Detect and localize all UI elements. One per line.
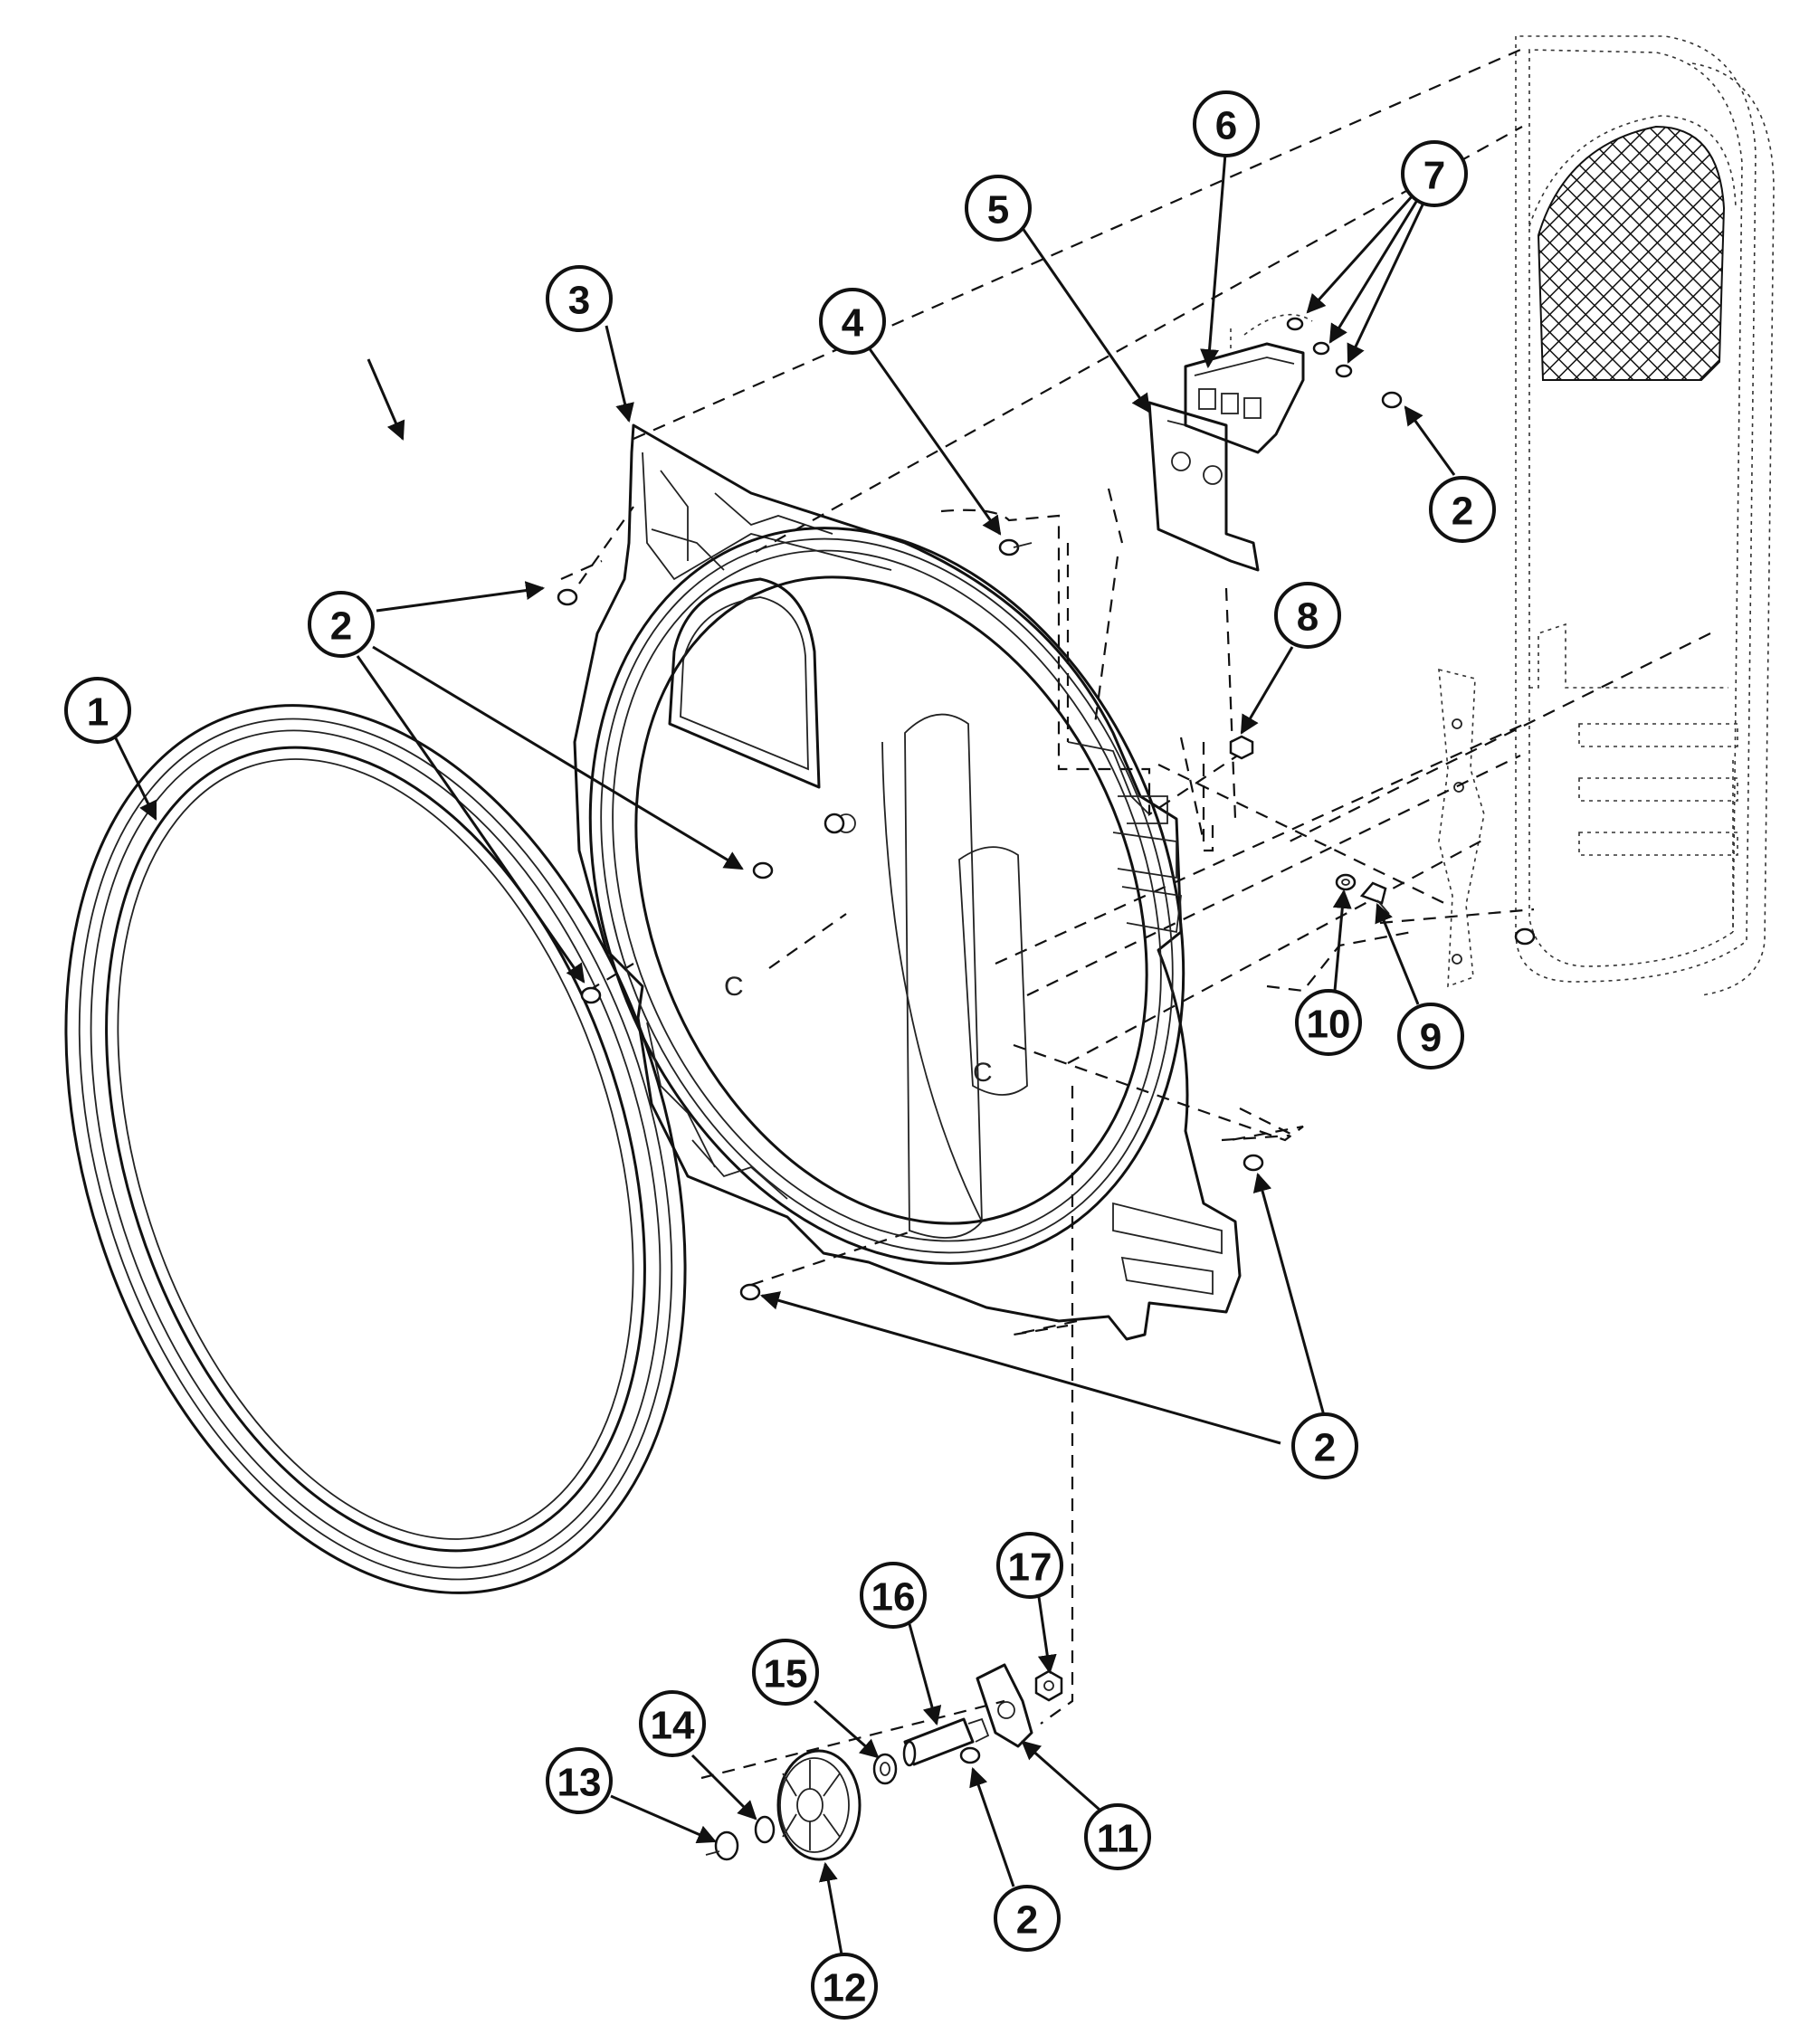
svg-text:12: 12 bbox=[823, 1966, 867, 2011]
svg-text:2: 2 bbox=[1452, 490, 1473, 534]
svg-text:5: 5 bbox=[987, 188, 1009, 233]
callout-6: 6 bbox=[1193, 90, 1260, 157]
callout-4: 4 bbox=[819, 288, 886, 355]
nut-part-8 bbox=[1229, 735, 1254, 760]
callout-2: 2 bbox=[1291, 1412, 1358, 1479]
svg-text:8: 8 bbox=[1297, 595, 1319, 640]
svg-text:3: 3 bbox=[568, 279, 590, 323]
screw-part-9 bbox=[1359, 881, 1390, 915]
svg-text:14: 14 bbox=[651, 1704, 695, 1748]
mounting-strip bbox=[1438, 668, 1485, 988]
roller-wheel-part-12 bbox=[776, 1749, 862, 1861]
cabinet-side-panel bbox=[1515, 35, 1775, 996]
screw-set-part-2 bbox=[557, 317, 1536, 1764]
svg-text:4: 4 bbox=[842, 301, 864, 346]
washer-part-14 bbox=[754, 1815, 776, 1844]
washer-part-15 bbox=[872, 1753, 898, 1785]
callout-5: 5 bbox=[965, 175, 1032, 242]
callout-2: 2 bbox=[994, 1885, 1061, 1952]
svg-text:1: 1 bbox=[87, 690, 109, 735]
washer-part-10 bbox=[1335, 873, 1357, 891]
svg-text:2: 2 bbox=[1314, 1426, 1336, 1470]
callout-15: 15 bbox=[752, 1639, 819, 1706]
svg-text:10: 10 bbox=[1307, 1003, 1351, 1047]
svg-text:6: 6 bbox=[1215, 104, 1237, 148]
callout-2: 2 bbox=[308, 591, 375, 658]
callout-12: 12 bbox=[811, 1953, 878, 2020]
front-bulkhead: C C bbox=[573, 423, 1242, 1341]
vent-mesh bbox=[1537, 125, 1726, 381]
screw-part-4 bbox=[998, 538, 1033, 556]
svg-text:16: 16 bbox=[871, 1575, 916, 1620]
terminal-bracket bbox=[1147, 401, 1260, 572]
assembly-lines bbox=[560, 48, 1711, 1780]
svg-text:2: 2 bbox=[330, 604, 352, 649]
panel-mark-c: C bbox=[724, 972, 744, 1002]
leader-lines bbox=[111, 153, 1456, 1955]
svg-text:11: 11 bbox=[1097, 1817, 1139, 1861]
callout-13: 13 bbox=[546, 1747, 613, 1814]
callout-16: 16 bbox=[860, 1562, 927, 1629]
callout-1: 1 bbox=[64, 677, 131, 744]
roller-shaft-part-16 bbox=[902, 1717, 990, 1767]
callout-14: 14 bbox=[639, 1690, 706, 1757]
callout-9: 9 bbox=[1397, 1003, 1464, 1070]
terminal-block bbox=[1184, 314, 1313, 454]
clip-part-13 bbox=[705, 1830, 739, 1861]
callout-3: 3 bbox=[546, 265, 613, 332]
door-seal-ring bbox=[64, 704, 687, 1594]
callout-8: 8 bbox=[1274, 582, 1341, 649]
svg-text:7: 7 bbox=[1423, 154, 1445, 198]
callout-11: 11 bbox=[1084, 1803, 1151, 1870]
svg-text:17: 17 bbox=[1008, 1545, 1052, 1590]
svg-text:13: 13 bbox=[557, 1761, 602, 1805]
svg-text:15: 15 bbox=[764, 1652, 808, 1697]
callout-17: 17 bbox=[996, 1532, 1063, 1599]
svg-text:9: 9 bbox=[1420, 1016, 1442, 1060]
callout-7: 7 bbox=[1401, 140, 1468, 207]
callout-2: 2 bbox=[1429, 476, 1496, 543]
roller-bracket-part-11 bbox=[976, 1663, 1033, 1748]
panel-mark-c: C bbox=[973, 1058, 993, 1088]
svg-text:2: 2 bbox=[1016, 1898, 1038, 1943]
nut-part-17 bbox=[1034, 1669, 1063, 1702]
callout-10: 10 bbox=[1295, 989, 1362, 1056]
